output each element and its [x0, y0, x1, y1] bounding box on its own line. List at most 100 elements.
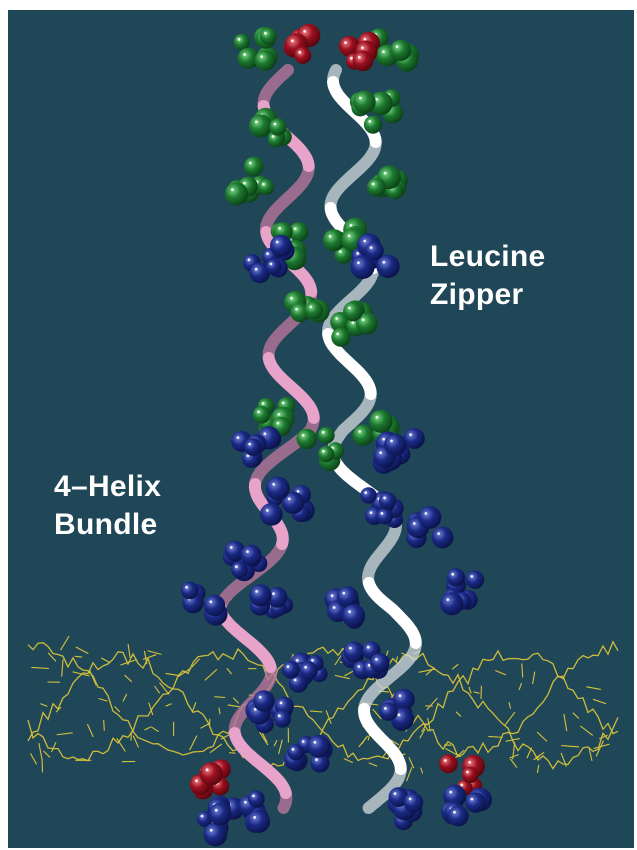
dna-bond — [452, 664, 458, 669]
dna-bond — [533, 672, 535, 684]
charged-atom-highlight — [444, 759, 447, 762]
leucine-atom-highlight — [362, 318, 365, 321]
leucine-atom-highlight — [282, 402, 285, 405]
hydrophobic-atom-highlight — [449, 791, 452, 794]
hydrophobic-atom-highlight — [276, 241, 279, 244]
leucine-atom-highlight — [329, 235, 332, 238]
dna-bond — [205, 669, 217, 680]
dna-bond — [98, 698, 107, 701]
leucine-atom — [244, 157, 264, 177]
hydrophobic-atom-highlight — [382, 438, 385, 441]
dna-bond — [44, 751, 50, 757]
dna-bond — [586, 687, 601, 690]
hydrophobic-atom — [370, 653, 390, 673]
helix-bundle-label: 4–Helix Bundle — [54, 468, 161, 544]
hydrophobic-atom-highlight — [383, 261, 386, 264]
dna-bond — [219, 708, 220, 715]
charged-atom-highlight — [344, 41, 347, 44]
hydrophobic-atom — [181, 582, 199, 600]
leucine-atom — [390, 40, 411, 61]
leucine-atom-highlight — [351, 321, 354, 324]
dna-bond — [409, 757, 414, 768]
dna-bond — [200, 724, 209, 729]
hydrophobic-atom-highlight — [342, 592, 345, 595]
hydrophobic-atom-highlight — [368, 664, 371, 667]
dna-bond — [310, 711, 322, 712]
dna-bond — [335, 675, 350, 678]
hydrophobic-atom-highlight — [471, 798, 474, 801]
hydrophobic-atom-highlight — [237, 436, 240, 439]
leucine-atom-highlight — [278, 227, 281, 230]
hydrophobic-atom — [249, 584, 271, 606]
hydrophobic-atom-highlight — [470, 575, 473, 578]
hydrophobic-atom — [465, 792, 485, 812]
dna-bond — [527, 748, 532, 758]
dna-bond — [359, 736, 368, 747]
hydrophobic-atom — [404, 428, 425, 449]
charged-atom-highlight — [358, 56, 361, 59]
dna-bond — [505, 712, 515, 725]
dna-bond — [40, 704, 47, 707]
dna-bond — [57, 733, 73, 735]
leucine-atom-highlight — [302, 434, 305, 437]
dna-bond — [522, 663, 523, 677]
leucine-atom-highlight — [396, 45, 399, 48]
hydrophobic-atom-highlight — [446, 598, 449, 601]
leucine-atom-highlight — [243, 182, 246, 185]
leucine-atom-highlight — [295, 308, 298, 311]
dna-bond — [115, 706, 120, 711]
hydrophobic-atom — [360, 487, 377, 504]
leucine-atom-highlight — [359, 97, 362, 100]
leucine-atom — [364, 116, 382, 134]
dna-bond — [537, 732, 547, 741]
dna-bond — [421, 768, 423, 774]
hydrophobic-atom-highlight — [381, 512, 384, 515]
charged-atom-highlight — [361, 46, 364, 49]
hydrophobic-atom-highlight — [248, 443, 251, 446]
dna-bond — [260, 732, 268, 745]
hydrophobic-atom — [447, 568, 465, 586]
hydrophobic-atom — [466, 571, 484, 589]
molecular-figure: Leucine Zipper 4–Helix Bundle — [8, 10, 634, 848]
charged-atom-highlight — [195, 779, 198, 782]
hydrophobic-atom-highlight — [272, 592, 275, 595]
hydrophobic-atom-highlight — [333, 606, 336, 609]
hydrophobic-atom-highlight — [349, 647, 352, 650]
dna-bond — [519, 683, 521, 690]
dna-bond — [104, 720, 105, 731]
leucine-atom-highlight — [277, 422, 280, 425]
leucine-atom-highlight — [238, 38, 241, 41]
hydrophobic-atom — [440, 592, 463, 615]
leucine-zipper-label-line2: Zipper — [430, 276, 545, 314]
hydrophobic-atom — [266, 259, 282, 275]
hydrophobic-atom-highlight — [409, 798, 412, 801]
dna-bond — [76, 647, 88, 654]
dna-bond — [101, 658, 110, 663]
hydrophobic-atom — [260, 503, 283, 526]
leucine-atom — [318, 446, 334, 462]
dna-bond — [426, 668, 435, 676]
leucine-atom — [305, 301, 324, 320]
hydrophobic-atom-highlight — [288, 498, 291, 501]
leucine-atom-highlight — [294, 227, 297, 230]
hydrophobic-atom-highlight — [451, 573, 454, 576]
dna-bond — [509, 754, 518, 758]
dna-bond — [166, 673, 179, 675]
dna-bond — [488, 736, 502, 737]
dna-bond — [229, 753, 235, 754]
hydrophobic-atom — [270, 235, 292, 257]
charged-atom — [200, 762, 223, 785]
charged-atom-highlight — [466, 771, 469, 774]
hydrophobic-atom — [448, 805, 469, 826]
hydrophobic-atom-highlight — [383, 497, 386, 500]
hydrophobic-atom-highlight — [370, 511, 373, 514]
hydrophobic-atom-highlight — [185, 586, 188, 589]
dna-bond — [536, 752, 545, 758]
dna-bond — [124, 675, 131, 682]
hydrophobic-atom-highlight — [394, 792, 397, 795]
hydrophobic-atom-highlight — [259, 696, 262, 699]
leucine-atom-highlight — [243, 53, 246, 56]
hydrophobic-atom-highlight — [390, 440, 393, 443]
leucine-atom-highlight — [272, 135, 275, 138]
hydrophobic-atom-highlight — [311, 659, 314, 662]
